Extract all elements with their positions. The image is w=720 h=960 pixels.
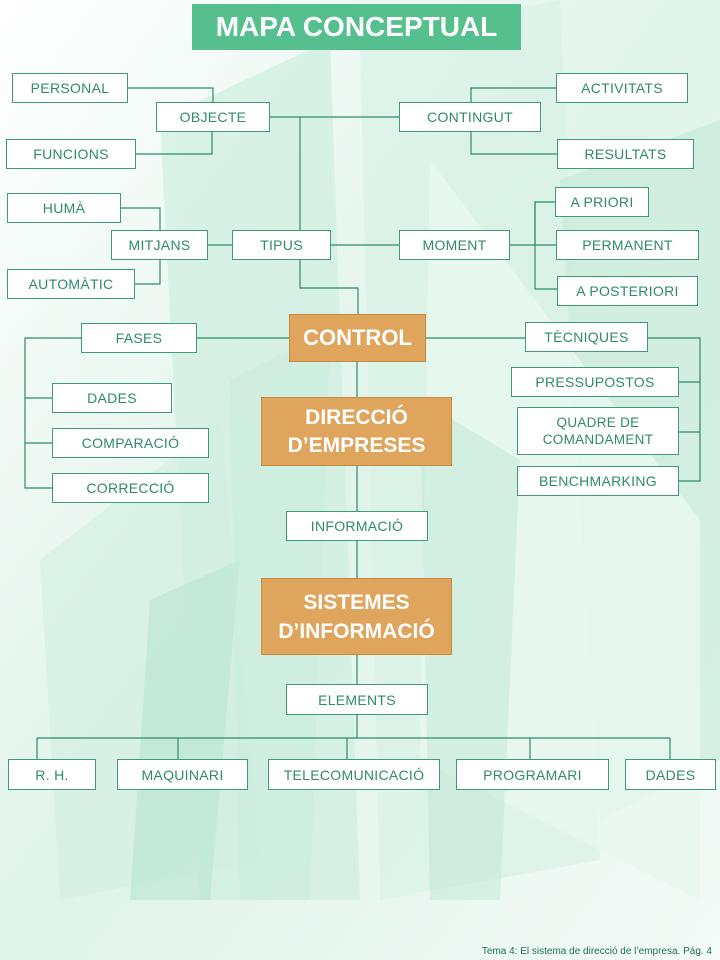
node-tipus: TIPUS <box>232 230 331 260</box>
node-sistemes-line1: SISTEMES <box>303 590 410 614</box>
node-contingut: CONTINGUT <box>399 102 541 132</box>
node-control: CONTROL <box>289 314 426 362</box>
node-fases: FASES <box>81 323 197 353</box>
node-quadre-de-comandament: QUADRE DE COMANDAMENT <box>517 407 679 455</box>
node-telecomunicacio: TELECOMUNICACIÓ <box>268 759 440 790</box>
node-resultats: RESULTATS <box>557 139 694 169</box>
page-footer: Tema 4: El sistema de direcció de l’empr… <box>481 946 712 957</box>
node-funcions: FUNCIONS <box>6 139 136 169</box>
node-permanent: PERMANENT <box>556 230 699 260</box>
node-programari: PROGRAMARI <box>456 759 609 790</box>
node-moment: MOMENT <box>399 230 510 260</box>
node-rh: R. H. <box>8 759 96 790</box>
node-pressupostos: PRESSUPOSTOS <box>511 367 679 397</box>
node-automatic: AUTOMÀTIC <box>7 269 135 299</box>
node-quadre-line2: COMANDAMENT <box>542 432 654 447</box>
node-tecniques: TÈCNIQUES <box>525 322 648 352</box>
node-comparacio: COMPARACIÓ <box>52 428 209 458</box>
node-a-posteriori: A POSTERIORI <box>557 276 698 306</box>
node-direccio-empreses: DIRECCIÓ D’EMPRESES <box>261 397 452 466</box>
node-correccio: CORRECCIÓ <box>52 473 209 503</box>
node-quadre-line1: QUADRE DE <box>556 415 640 430</box>
node-mitjans: MITJANS <box>111 230 208 260</box>
page-title: MAPA CONCEPTUAL <box>192 4 521 50</box>
node-benchmarking: BENCHMARKING <box>517 466 679 496</box>
node-huma: HUMÀ <box>7 193 121 223</box>
node-objecte: OBJECTE <box>156 102 270 132</box>
node-dades-fase: DADES <box>52 383 172 413</box>
node-activitats: ACTIVITATS <box>556 73 688 103</box>
node-direccio-line2: D’EMPRESES <box>287 433 426 457</box>
node-dades-element: DADES <box>625 759 716 790</box>
node-informacio: INFORMACIÓ <box>286 511 428 541</box>
node-elements: ELEMENTS <box>286 684 428 715</box>
node-maquinari: MAQUINARI <box>117 759 248 790</box>
node-sistemes-line2: D’INFORMACIÓ <box>278 619 435 643</box>
node-direccio-line1: DIRECCIÓ <box>305 405 408 429</box>
node-sistemes-informacio: SISTEMES D’INFORMACIÓ <box>261 578 452 655</box>
node-personal: PERSONAL <box>12 73 128 103</box>
node-a-priori: A PRIORI <box>555 187 649 217</box>
